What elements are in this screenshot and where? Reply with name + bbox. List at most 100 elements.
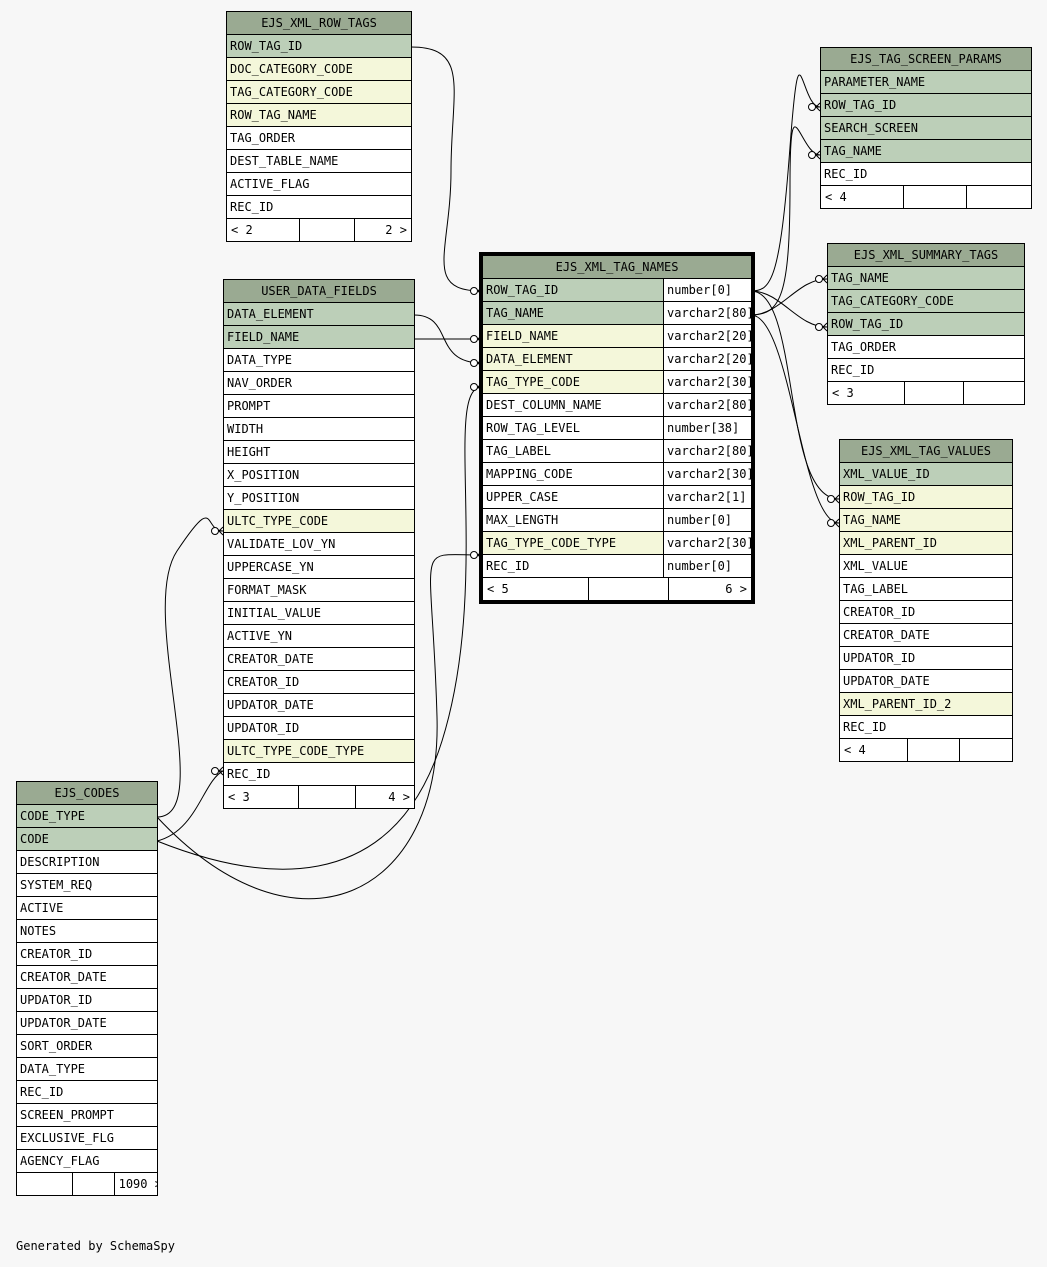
column-name[interactable]: VALIDATE_LOV_YN (223, 532, 415, 556)
table-header[interactable]: EJS_XML_TAG_NAMES (481, 255, 753, 279)
column-name[interactable]: ROW_TAG_ID (839, 485, 1013, 509)
column-name[interactable]: TAG_CATEGORY_CODE (226, 80, 412, 104)
column-name[interactable]: REC_ID (16, 1080, 158, 1104)
column-name[interactable]: CREATOR_DATE (223, 647, 415, 671)
footer-parents-count[interactable]: < 3 (228, 790, 250, 804)
column-name[interactable]: XML_VALUE_ID (839, 462, 1013, 486)
column-name[interactable]: TAG_NAME (827, 266, 1025, 290)
column-name[interactable]: FIELD_NAME (223, 325, 415, 349)
column-name[interactable]: DEST_TABLE_NAME (226, 149, 412, 173)
column-name[interactable]: ACTIVE (16, 896, 158, 920)
column-name[interactable]: UPDATOR_ID (839, 646, 1013, 670)
column-name[interactable]: SORT_ORDER (16, 1034, 158, 1058)
column-name[interactable]: PARAMETER_NAME (820, 70, 1032, 94)
column-name[interactable]: TAG_LABEL (482, 439, 664, 463)
column-name[interactable]: TAG_NAME (839, 508, 1013, 532)
column-name[interactable]: REC_ID (226, 195, 412, 219)
column-name[interactable]: TAG_ORDER (226, 126, 412, 150)
column-name[interactable]: ROW_TAG_ID (482, 278, 664, 302)
column-name[interactable]: UPDATOR_ID (16, 988, 158, 1012)
column-name[interactable]: HEIGHT (223, 440, 415, 464)
footer-children-count[interactable] (965, 186, 1031, 208)
column-name[interactable]: UPDATOR_DATE (223, 693, 415, 717)
column-name[interactable]: ROW_TAG_NAME (226, 103, 412, 127)
footer-parents-count[interactable]: < 4 (825, 190, 847, 204)
column-name[interactable]: Y_POSITION (223, 486, 415, 510)
column-name[interactable]: INITIAL_VALUE (223, 601, 415, 625)
column-name[interactable]: TAG_TYPE_CODE (482, 370, 664, 394)
column-name[interactable]: TAG_LABEL (839, 577, 1013, 601)
column-name[interactable]: REC_ID (820, 162, 1032, 186)
column-name[interactable]: SCREEN_PROMPT (16, 1103, 158, 1127)
footer-parents-count[interactable]: < 3 (832, 386, 854, 400)
footer-parents-count[interactable] (18, 1174, 72, 1195)
column-name[interactable]: DOC_CATEGORY_CODE (226, 57, 412, 81)
column-name[interactable]: ULTC_TYPE_CODE (223, 509, 415, 533)
column-name[interactable]: ACTIVE_FLAG (226, 172, 412, 196)
column-name[interactable]: DESCRIPTION (16, 850, 158, 874)
column-name[interactable]: TAG_ORDER (827, 335, 1025, 359)
footer-parents-count[interactable]: < 2 (231, 223, 253, 237)
column-name[interactable]: XML_PARENT_ID_2 (839, 692, 1013, 716)
column-name[interactable]: FIELD_NAME (482, 324, 664, 348)
footer-children-count[interactable] (958, 739, 1012, 761)
column-name[interactable]: REC_ID (482, 554, 664, 578)
column-name[interactable]: UPPER_CASE (482, 485, 664, 509)
column-name[interactable]: DATA_TYPE (16, 1057, 158, 1081)
column-name[interactable]: CODE (16, 827, 158, 851)
column-name[interactable]: CREATOR_ID (16, 942, 158, 966)
column-name[interactable]: EXCLUSIVE_FLG (16, 1126, 158, 1150)
table-header[interactable]: USER_DATA_FIELDS (223, 279, 415, 303)
column-name[interactable]: WIDTH (223, 417, 415, 441)
column-name[interactable]: CREATOR_DATE (839, 623, 1013, 647)
column-name[interactable]: TAG_NAME (820, 139, 1032, 163)
column-name[interactable]: NAV_ORDER (223, 371, 415, 395)
column-name[interactable]: ULTC_TYPE_CODE_TYPE (223, 739, 415, 763)
column-name[interactable]: SEARCH_SCREEN (820, 116, 1032, 140)
column-name[interactable]: UPDATOR_DATE (16, 1011, 158, 1035)
column-name[interactable]: ROW_TAG_ID (226, 34, 412, 58)
column-name[interactable]: TAG_CATEGORY_CODE (827, 289, 1025, 313)
column-name[interactable]: REC_ID (839, 715, 1013, 739)
column-name[interactable]: TAG_TYPE_CODE_TYPE (482, 531, 664, 555)
column-name[interactable]: DEST_COLUMN_NAME (482, 393, 664, 417)
footer-children-count[interactable]: 6 > (667, 578, 751, 600)
column-name[interactable]: XML_VALUE (839, 554, 1013, 578)
column-name[interactable]: XML_PARENT_ID (839, 531, 1013, 555)
column-name[interactable]: UPPERCASE_YN (223, 555, 415, 579)
footer-parents-count[interactable]: < 5 (487, 582, 509, 596)
footer-children-count[interactable]: 4 > (355, 786, 413, 808)
column-name[interactable]: SYSTEM_REQ (16, 873, 158, 897)
table-header[interactable]: EJS_CODES (16, 781, 158, 805)
column-name[interactable]: ROW_TAG_ID (827, 312, 1025, 336)
column-name[interactable]: CREATOR_ID (839, 600, 1013, 624)
column-name[interactable]: MAX_LENGTH (482, 508, 664, 532)
footer-children-count[interactable] (963, 382, 1023, 404)
column-name[interactable]: CREATOR_ID (223, 670, 415, 694)
table-header[interactable]: EJS_XML_ROW_TAGS (226, 11, 412, 35)
table-header[interactable]: EJS_XML_TAG_VALUES (839, 439, 1013, 463)
column-name[interactable]: MAPPING_CODE (482, 462, 664, 486)
column-name[interactable]: UPDATOR_DATE (839, 669, 1013, 693)
column-name[interactable]: DATA_ELEMENT (482, 347, 664, 371)
footer-children-count[interactable]: 1090 > (113, 1173, 157, 1195)
column-name[interactable]: TAG_NAME (482, 301, 664, 325)
column-name[interactable]: ROW_TAG_ID (820, 93, 1032, 117)
column-name[interactable]: CREATOR_DATE (16, 965, 158, 989)
column-name[interactable]: X_POSITION (223, 463, 415, 487)
column-name[interactable]: FORMAT_MASK (223, 578, 415, 602)
column-name[interactable]: ROW_TAG_LEVEL (482, 416, 664, 440)
column-name[interactable]: REC_ID (827, 358, 1025, 382)
column-name[interactable]: CODE_TYPE (16, 804, 158, 828)
column-name[interactable]: PROMPT (223, 394, 415, 418)
column-name[interactable]: NOTES (16, 919, 158, 943)
column-name[interactable]: UPDATOR_ID (223, 716, 415, 740)
column-name[interactable]: AGENCY_FLAG (16, 1149, 158, 1173)
footer-parents-count[interactable]: < 4 (844, 743, 866, 757)
